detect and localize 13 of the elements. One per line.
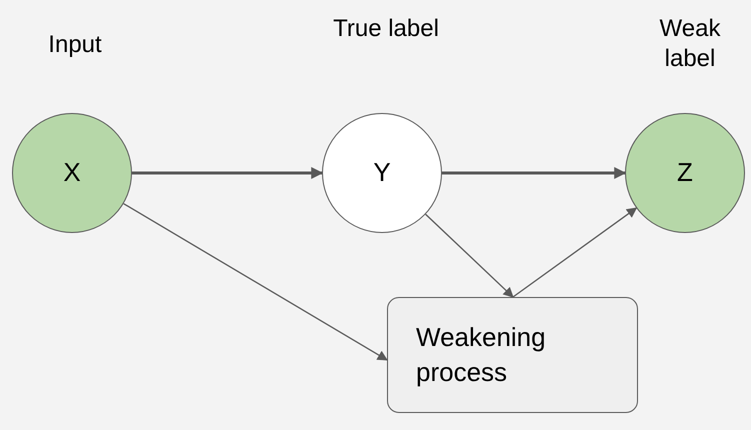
arrow	[442, 167, 626, 179]
arrow	[123, 203, 388, 361]
node-label: Z	[677, 156, 693, 190]
node-label: Y	[373, 156, 391, 190]
node-label: X	[63, 156, 81, 190]
variable-caption: Weak label	[658, 14, 722, 74]
variable-caption: Input	[47, 30, 103, 60]
arrow	[512, 207, 638, 298]
node-label: Weakening process	[416, 320, 547, 389]
process-box	[387, 297, 638, 413]
arrow	[425, 214, 514, 298]
arrow	[132, 167, 324, 179]
variable-caption: True label	[332, 14, 440, 44]
